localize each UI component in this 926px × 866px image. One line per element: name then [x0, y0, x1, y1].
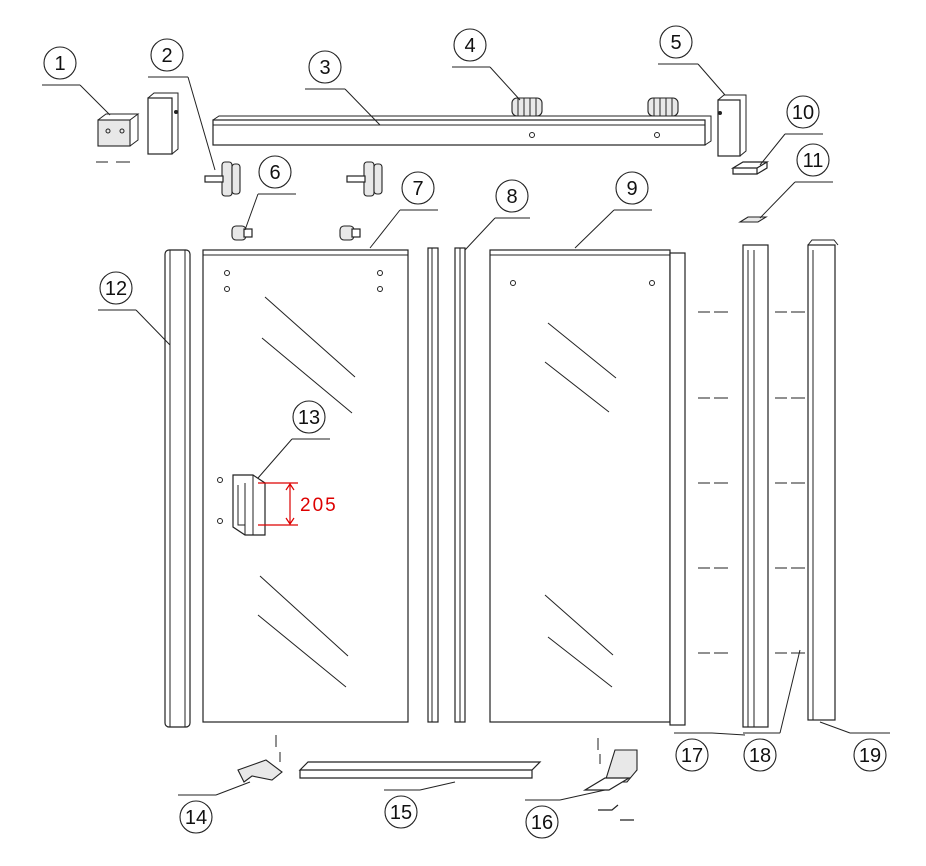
callout-number: 7 — [412, 178, 423, 200]
callout-circle — [43, 46, 77, 80]
leader-line — [257, 438, 330, 479]
part-13-handle — [232, 474, 266, 536]
callout-circle — [615, 171, 649, 205]
leader-line — [244, 193, 296, 231]
callout-circle — [308, 50, 342, 84]
part-1-cover — [147, 92, 179, 155]
callout-number: 17 — [681, 745, 703, 767]
part-14-guide — [237, 735, 283, 783]
callout-circle — [743, 738, 777, 772]
callout-number: 6 — [269, 162, 280, 184]
part-15-bottom-seal — [298, 761, 542, 779]
part-4-stoppers — [511, 97, 679, 117]
callout-number: 5 — [670, 32, 681, 54]
part-11-cap — [738, 216, 768, 223]
leader-lines — [42, 63, 890, 801]
leader-line — [305, 88, 381, 126]
leader-line — [819, 721, 890, 734]
part-12-wall-profile — [164, 249, 191, 728]
leader-line — [178, 781, 251, 796]
part-3-top-rail — [212, 115, 712, 146]
callout-number: 9 — [626, 178, 637, 200]
part-5-end-cap — [717, 94, 747, 157]
callout-circle — [786, 95, 820, 129]
callout-number: 13 — [298, 407, 320, 429]
part-17-screws — [698, 311, 805, 654]
leader-line — [674, 732, 746, 736]
callout-circle — [796, 143, 830, 177]
callout-number: 19 — [859, 745, 881, 767]
leader-line — [464, 217, 530, 251]
callout-circle — [99, 271, 133, 305]
part-1-wall-bracket — [96, 113, 140, 163]
callout-number: 4 — [464, 35, 475, 57]
leader-line — [148, 76, 216, 171]
callout-circle — [659, 25, 693, 59]
leader-line — [658, 63, 726, 96]
callout-circle — [150, 38, 184, 72]
callout-number: 18 — [749, 745, 771, 767]
callout-circle — [525, 805, 559, 839]
callout-circle — [384, 795, 418, 829]
part-8-seals — [427, 247, 466, 723]
leader-line — [759, 133, 823, 166]
dimension-label: 205 — [300, 495, 338, 516]
callout-number: 3 — [319, 57, 330, 79]
callout-number: 12 — [105, 278, 127, 300]
callout-number: 8 — [506, 186, 517, 208]
callout-number: 14 — [185, 807, 207, 829]
dimension-205: 205 — [258, 482, 338, 526]
callout-circle — [401, 171, 435, 205]
callout-number: 1 — [54, 53, 65, 75]
leader-line — [743, 649, 801, 734]
callout-circle — [179, 800, 213, 834]
part-6-bolts — [231, 225, 361, 241]
callout-circle — [258, 155, 292, 189]
callout-circle — [675, 738, 709, 772]
leader-line — [369, 209, 438, 249]
callout-circle — [495, 179, 529, 213]
part-9-fixed-panel — [489, 249, 686, 726]
leader-line — [452, 66, 521, 101]
part-18-profile — [742, 244, 769, 728]
leader-line — [384, 781, 456, 791]
leader-line — [759, 181, 833, 219]
part-19-wall-profile — [807, 239, 839, 721]
part-2-roller — [204, 161, 241, 197]
callout-number: 10 — [792, 102, 814, 124]
leader-line — [42, 84, 111, 116]
part-16-floor-guide — [582, 738, 638, 821]
leader-line — [98, 309, 171, 346]
leader-line — [525, 789, 606, 801]
callout-number: 16 — [531, 812, 553, 834]
leader-line — [574, 209, 652, 249]
callout-circle — [453, 28, 487, 62]
callout-number: 11 — [803, 150, 824, 172]
part-2-roller-b — [346, 161, 383, 197]
callout-number: 2 — [161, 45, 172, 67]
callout-circle — [292, 400, 326, 434]
callout-circle — [853, 738, 887, 772]
part-10-cap — [730, 161, 770, 175]
callout-number: 15 — [390, 802, 412, 824]
